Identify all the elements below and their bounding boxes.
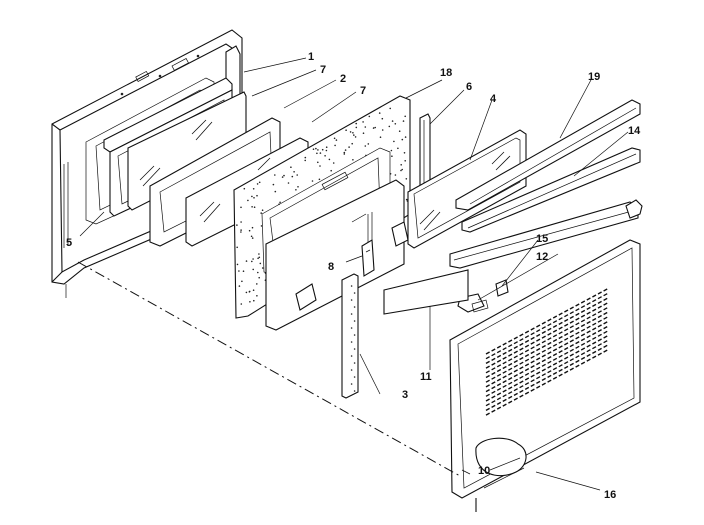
callout-labels: 1 7 2 7 18 6 4 19 14 5 8 3 15 12 11 10 1… <box>66 51 641 501</box>
label-glass-panel-outer: 4 <box>490 93 497 105</box>
label-window-area: 10 <box>478 465 490 477</box>
label-hinge-bracket: 8 <box>328 261 334 273</box>
glass-panel-outer <box>407 129 527 249</box>
label-trim-strip: 14 <box>628 125 641 137</box>
trim-strip <box>461 147 641 233</box>
label-bottom-strip: 11 <box>420 371 432 383</box>
side-trim-strip <box>341 273 359 399</box>
trim-retainer-bar <box>449 199 643 313</box>
outer-door-panel <box>449 239 641 512</box>
label-insulation-panel: 18 <box>440 67 452 79</box>
bottom-strip <box>383 269 469 315</box>
label-handle-trim: 19 <box>588 71 600 83</box>
label-outer-door-panel: 16 <box>604 489 616 501</box>
label-door-frame: 1 <box>308 51 314 63</box>
label-glass-retainer-upper: 7 <box>320 64 326 76</box>
label-trim-retainer: 15 <box>536 233 548 245</box>
label-door-liner-clip: 6 <box>466 81 472 93</box>
label-door-side-left: 5 <box>66 237 72 249</box>
label-glass-panel-inner: 2 <box>340 73 346 85</box>
label-end-cap: 12 <box>536 251 548 263</box>
label-side-trim-strip: 3 <box>402 389 408 401</box>
leader-lines <box>79 57 629 491</box>
door-liner <box>265 179 409 331</box>
hinge-bracket <box>361 239 375 277</box>
handle-trim <box>455 99 641 211</box>
alignment-line <box>77 261 461 477</box>
label-glass-retainer-lower: 7 <box>360 85 366 97</box>
